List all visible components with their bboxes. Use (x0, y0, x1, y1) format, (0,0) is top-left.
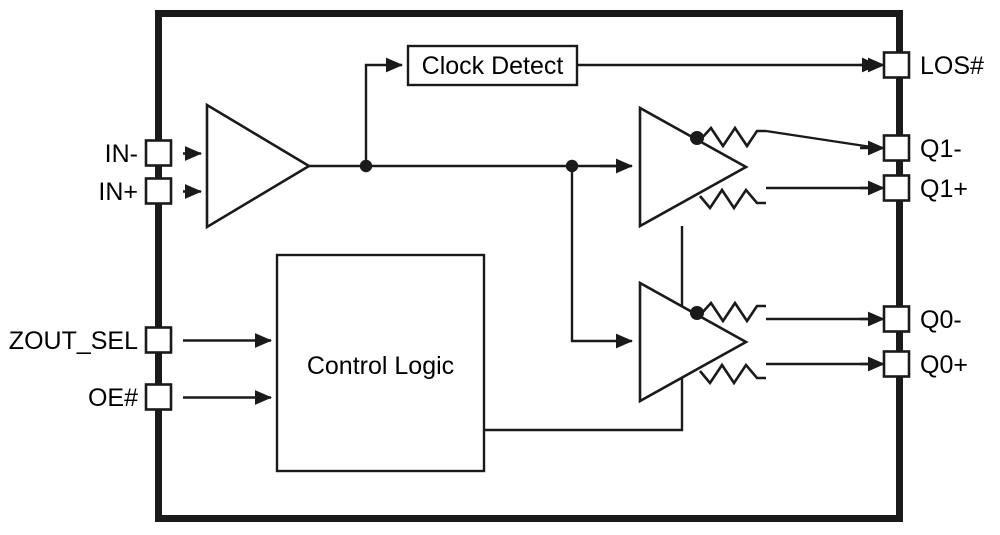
series-resistor-q0-minus (700, 300, 766, 324)
pin-box-q1-plus[interactable] (882, 174, 911, 202)
pin-label-in-plus: IN+ (98, 178, 138, 206)
junction-dot-q0-minus (690, 306, 704, 320)
control-logic-label: Control Logic (307, 352, 454, 380)
output-buffer-1-amplifier (638, 105, 749, 229)
clock-detect-block (406, 44, 579, 87)
pin-box-q0-minus[interactable] (882, 305, 911, 333)
pin-label-q0-minus: Q0- (920, 306, 962, 334)
junction-dot-clock-detect-tap (359, 159, 373, 173)
series-resistor-q1-minus (700, 125, 766, 149)
pin-label-los: LOS# (920, 52, 984, 80)
pin-box-in-plus[interactable] (144, 177, 173, 205)
wire-control-enable (484, 226, 684, 432)
pin-label-q0-plus: Q0+ (920, 351, 968, 379)
pin-box-oe[interactable] (144, 383, 173, 411)
clock-detect-label: Clock Detect (422, 52, 564, 80)
pin-box-q0-plus[interactable] (882, 350, 911, 378)
wire-to-output-buffer-0 (570, 166, 634, 349)
junction-dot-output-branch (565, 159, 579, 173)
pin-label-in-minus: IN- (105, 140, 138, 168)
output-buffer-0-amplifier (638, 280, 749, 404)
pin-box-in-minus[interactable] (144, 139, 173, 167)
series-resistor-q1-plus (699, 187, 766, 211)
control-logic-block (275, 253, 486, 473)
pin-box-q1-minus[interactable] (882, 134, 911, 162)
junction-dot-q1-minus (690, 131, 704, 145)
wire-to-clock-detect (364, 57, 404, 166)
pin-box-los[interactable] (882, 51, 911, 79)
pin-box-zout-sel[interactable] (144, 326, 173, 354)
package-outline (155, 10, 903, 522)
series-resistor-q0-plus (699, 362, 766, 386)
input-buffer-amplifier (205, 102, 312, 230)
wire-q1-minus (765, 129, 879, 150)
pin-label-q1-plus: Q1+ (920, 175, 968, 203)
pin-label-q1-minus: Q1- (920, 135, 962, 163)
pin-label-zout-sel: ZOUT_SEL (9, 327, 138, 355)
pin-label-oe: OE# (88, 384, 138, 412)
